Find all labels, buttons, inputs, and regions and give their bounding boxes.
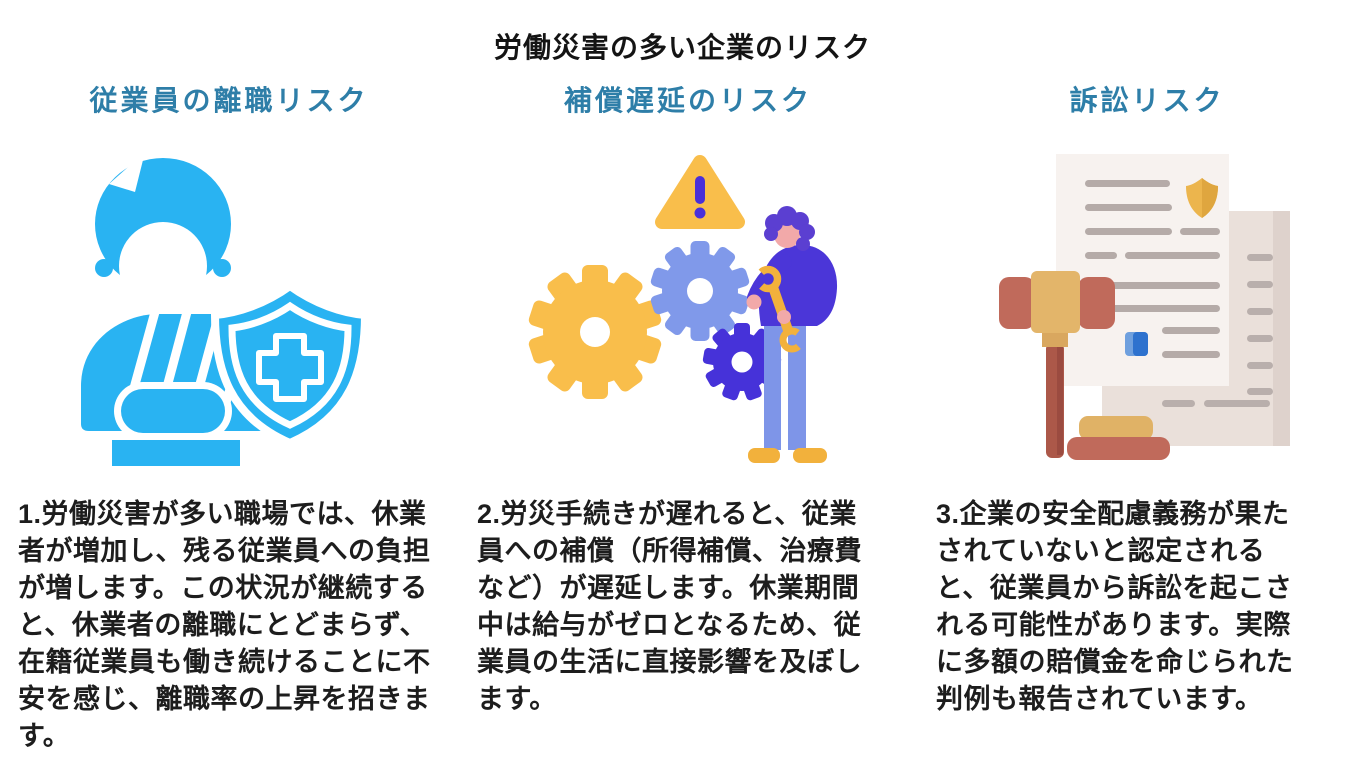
column-heading: 補償遅延のリスク — [563, 85, 812, 116]
icon-container — [936, 122, 1358, 490]
icon-container — [477, 122, 899, 490]
gavel-documents-icon — [999, 154, 1290, 460]
icon-container — [18, 122, 440, 490]
gears-warning-technician-icon — [528, 155, 838, 463]
column-compensation-delay-risk: 補償遅延のリスク — [477, 84, 899, 718]
injured-worker-shield-icon — [81, 152, 370, 466]
column-heading: 訴訟リスク — [1069, 85, 1225, 116]
page-title: 労働災害の多い企業のリスク — [493, 32, 871, 63]
column-body-text: 2.労災手続きが遅れると、従業 員への補償（所得補償、治療費 など）が遅延します… — [477, 499, 862, 714]
column-body-text: 1.労働災害が多い職場では、休業 者が増加し、残る従業員への負担 が増します。こ… — [18, 499, 431, 751]
column-litigation-risk: 訴訟リスク — [936, 84, 1358, 718]
column-heading: 従業員の離職リスク — [89, 85, 369, 116]
column-turnover-risk: 従業員の離職リスク — [18, 84, 440, 755]
column-body-text: 3.企業の安全配慮義務が果た されていないと認定される と、従業員から訴訟を起こ… — [936, 499, 1294, 714]
